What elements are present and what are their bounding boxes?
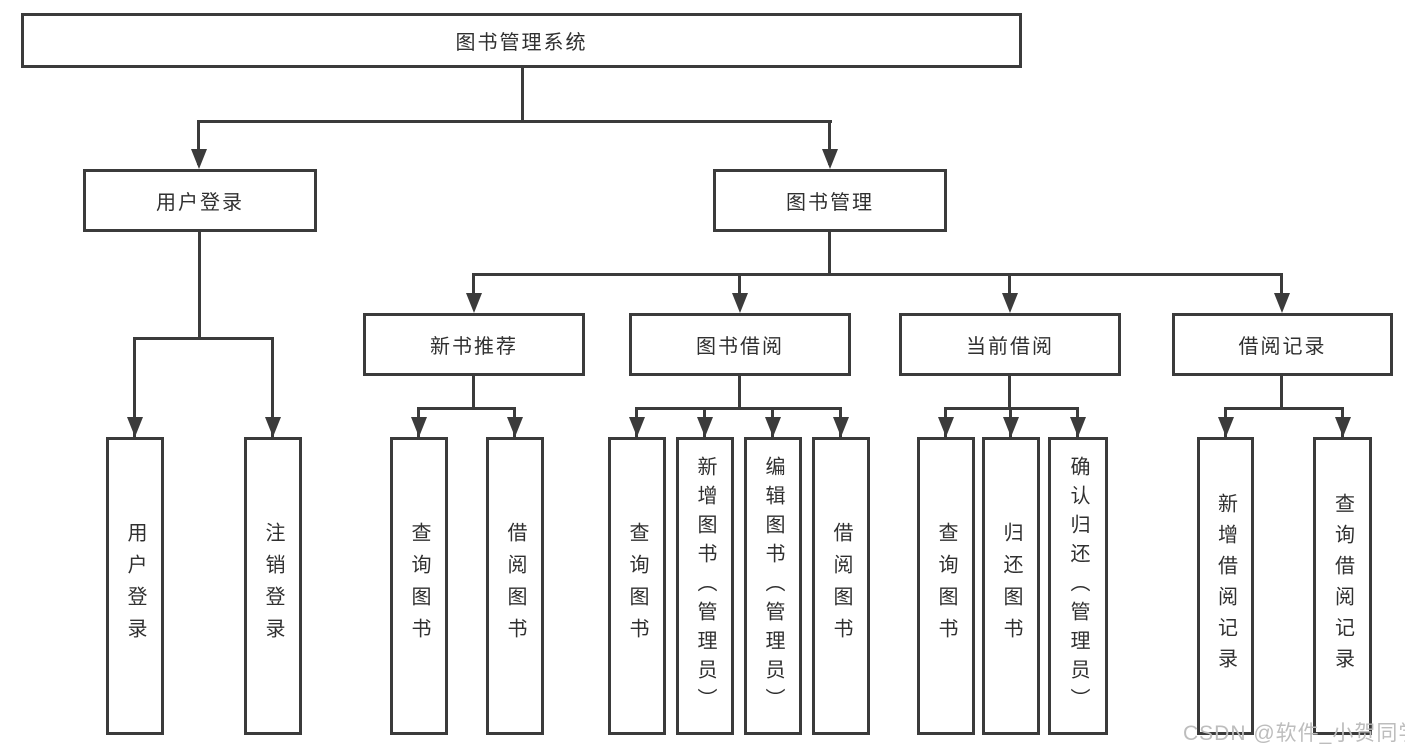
connector-bookmgmt-bus [473, 273, 1283, 276]
arrowhead-logout [265, 417, 281, 437]
connector-bookmgmt-stem [828, 232, 831, 273]
node-bb-add: 新增图书（管理员） [676, 437, 734, 735]
node-user-login-label: 用户登录 [156, 192, 244, 214]
arrowhead-nbquery [411, 417, 427, 437]
node-new-book-rec-label: 新书推荐 [430, 336, 518, 358]
node-cb-confirm-label: 确认归还（管理员） [1067, 455, 1089, 717]
node-borrow-records-label: 借阅记录 [1238, 336, 1327, 358]
connector-borrowrecords-stem [1280, 376, 1283, 407]
node-br-add: 新增借阅记录 [1197, 437, 1254, 735]
connector-bookmgmt-drop [828, 120, 831, 165]
connector-login-drop [133, 337, 136, 437]
arrowhead-login [127, 417, 143, 437]
arrowhead-newbookrec [466, 293, 482, 313]
node-bb-edit-label: 编辑图书（管理员） [762, 455, 784, 717]
node-nb-borrow: 借阅图书 [486, 437, 544, 735]
arrowhead-cbquery [938, 417, 954, 437]
arrowhead-currentborrow [1002, 293, 1018, 313]
connector-root-bus [198, 120, 832, 123]
connector-newbookrec-bus [418, 407, 516, 410]
node-cb-confirm: 确认归还（管理员） [1048, 437, 1108, 735]
arrowhead-cbconfirm [1070, 417, 1086, 437]
csdn-watermark: CSDN @软件_小贺同学 [1183, 722, 1405, 745]
node-nb-query-label: 查询图书 [408, 522, 430, 650]
connector-userlogin-drop [197, 120, 200, 165]
arrowhead-bradd [1218, 417, 1234, 437]
arrowhead-nbborrow [507, 417, 523, 437]
connector-newbookrec-stem [472, 376, 475, 407]
arrowhead-cbreturn [1003, 417, 1019, 437]
node-book-borrow-label: 图书借阅 [696, 336, 784, 358]
node-br-add-label: 新增借阅记录 [1214, 493, 1237, 679]
node-root: 图书管理系统 [21, 13, 1022, 68]
node-logout: 注销登录 [244, 437, 302, 735]
arrowhead-bookborrow [732, 293, 748, 313]
node-borrow-records: 借阅记录 [1172, 313, 1393, 376]
node-user-login: 用户登录 [83, 169, 317, 232]
node-login-label: 用户登录 [124, 522, 146, 650]
node-br-query: 查询借阅记录 [1313, 437, 1372, 735]
node-bb-borrow: 借阅图书 [812, 437, 870, 735]
connector-root-stem [521, 68, 524, 120]
arrowhead-bbborrow [833, 417, 849, 437]
node-login: 用户登录 [106, 437, 164, 735]
arrowhead-bbedit [765, 417, 781, 437]
node-br-query-label: 查询借阅记录 [1331, 493, 1354, 679]
connector-currentborrow-drop [1008, 273, 1011, 308]
arrowhead-borrowrecords [1274, 293, 1290, 313]
node-cb-query: 查询图书 [917, 437, 975, 735]
node-bb-borrow-label: 借阅图书 [830, 522, 852, 650]
connector-borrowrecords-bus [1224, 407, 1343, 410]
connector-logout-drop [271, 337, 274, 437]
node-cb-query-label: 查询图书 [935, 522, 957, 650]
node-book-mgmt-label: 图书管理 [786, 192, 874, 214]
node-nb-query: 查询图书 [390, 437, 448, 735]
arrowhead-bbquery [629, 417, 645, 437]
arrowhead-userlogin [191, 149, 207, 169]
connector-userlogin-stem [198, 232, 201, 337]
node-bb-edit: 编辑图书（管理员） [744, 437, 802, 735]
node-cb-return: 归还图书 [982, 437, 1040, 735]
connector-currentborrow-stem [1008, 376, 1011, 407]
connector-bookborrow-stem [738, 376, 741, 407]
node-current-borrow: 当前借阅 [899, 313, 1121, 376]
node-bb-add-label: 新增图书（管理员） [694, 455, 716, 717]
node-book-mgmt: 图书管理 [713, 169, 947, 232]
node-new-book-rec: 新书推荐 [363, 313, 585, 376]
node-book-borrow: 图书借阅 [629, 313, 851, 376]
arrowhead-brquery [1335, 417, 1351, 437]
node-bb-query: 查询图书 [608, 437, 666, 735]
connector-userlogin-bus [133, 337, 274, 340]
node-nb-borrow-label: 借阅图书 [504, 522, 526, 650]
connector-bookborrow-bus [635, 407, 841, 410]
node-cb-return-label: 归还图书 [1000, 522, 1022, 650]
arrowhead-bookmgmt [822, 149, 838, 169]
connector-borrowrecords-drop [1280, 273, 1283, 308]
node-logout-label: 注销登录 [262, 522, 284, 650]
node-current-borrow-label: 当前借阅 [966, 336, 1054, 358]
node-root-label: 图书管理系统 [455, 32, 588, 54]
connector-newbookrec-drop [472, 273, 475, 308]
connector-bookborrow-drop [738, 273, 741, 308]
arrowhead-bbadd [697, 417, 713, 437]
node-bb-query-label: 查询图书 [626, 522, 648, 650]
